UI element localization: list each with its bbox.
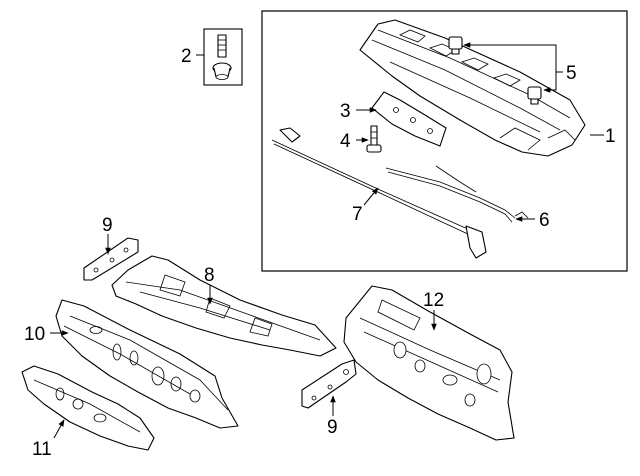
callout-4: 4 <box>340 131 351 152</box>
callout-8: 8 <box>204 265 215 286</box>
part-7-rod <box>271 127 487 259</box>
callout-3: 3 <box>340 101 351 122</box>
leader-5a <box>463 42 563 73</box>
callout-9-upper: 9 <box>102 215 113 236</box>
part-5-clips <box>448 36 542 105</box>
part-2-fastener-box <box>203 28 243 86</box>
part-9-lower-bracket <box>301 359 357 409</box>
callout-7: 7 <box>352 204 363 225</box>
callout-9-lower: 9 <box>327 417 338 438</box>
leader-7 <box>363 187 379 206</box>
part-4-bolt <box>366 125 382 153</box>
part-11-lower-panel <box>21 365 155 451</box>
cowl-top-cover <box>359 19 586 157</box>
callout-12: 12 <box>423 290 444 311</box>
part-9-upper-bracket <box>83 237 139 281</box>
callout-11: 11 <box>32 439 52 460</box>
leader-5b <box>543 72 557 93</box>
callout-1: 1 <box>605 126 616 147</box>
part-3-seal <box>371 91 447 147</box>
callout-5: 5 <box>566 63 577 84</box>
callout-6: 6 <box>539 210 550 231</box>
part-6-rod <box>385 165 529 223</box>
callout-10: 10 <box>24 324 45 345</box>
part-10-dash-panel <box>55 299 239 429</box>
leader-lines <box>50 42 604 439</box>
leader-11 <box>53 419 65 439</box>
assembly-box <box>261 10 628 272</box>
part-12-firewall <box>343 285 515 441</box>
callout-2: 2 <box>181 46 192 67</box>
part-8-upper-panel <box>111 255 337 357</box>
